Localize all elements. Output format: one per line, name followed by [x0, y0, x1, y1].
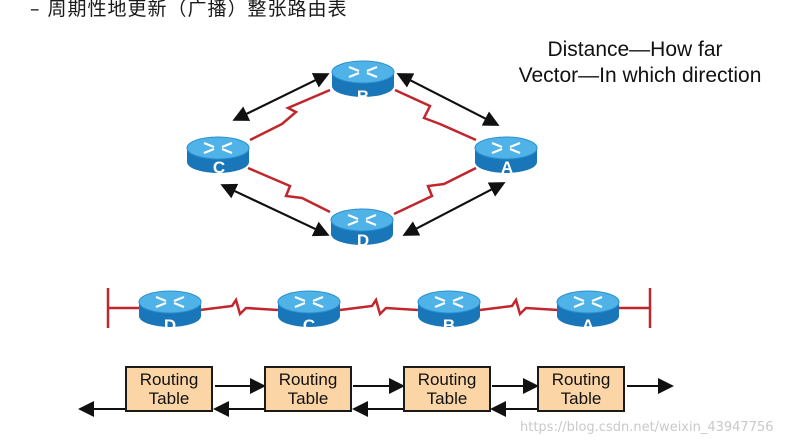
- link-c-b-linear: [339, 297, 419, 317]
- table-update-arrows: [78, 378, 674, 417]
- routing-table-2-line2: Table: [287, 389, 329, 408]
- link-d-c: [199, 297, 279, 317]
- router-b-label: B: [357, 87, 369, 106]
- link-c-d: [247, 166, 331, 214]
- arrow-c-to-b: [235, 73, 330, 120]
- routing-table-3-line1: Routing: [417, 370, 477, 389]
- page-heading: – 周期性地更新（广播）整张路由表: [30, 0, 348, 20]
- routing-table-1-line1: Routing: [139, 370, 199, 389]
- router-c-label: C: [213, 158, 225, 177]
- link-b-a: [394, 88, 477, 142]
- router-c-linear-label: C: [303, 316, 315, 335]
- update-arrows-diamond: [220, 73, 506, 237]
- distance-definition: Distance—How far: [547, 38, 723, 61]
- routing-table-2-line1: Routing: [278, 370, 338, 389]
- serial-links-diamond: [247, 88, 477, 216]
- routing-table-4-line1: Routing: [551, 370, 611, 389]
- watermark: https://blog.csdn.net/weixin_43947756: [520, 420, 774, 435]
- router-a-linear-label: A: [582, 316, 594, 335]
- link-d-a: [393, 166, 477, 216]
- linear-segment: [106, 288, 652, 328]
- arrow-d-to-a: [405, 182, 506, 235]
- router-d-linear-label: D: [164, 316, 176, 335]
- routing-table-4-line2: Table: [560, 389, 602, 408]
- link-c-b: [249, 88, 331, 142]
- routing-table-3-line2: Table: [426, 389, 468, 408]
- link-b-a-linear: [479, 297, 559, 317]
- vector-definition: Vector—In which direction: [518, 64, 762, 87]
- arrow-d-to-c: [220, 183, 327, 235]
- router-a-label: A: [501, 158, 513, 177]
- arrow-a-to-b: [396, 73, 497, 125]
- router-d-label: D: [357, 231, 369, 250]
- router-b-linear-label: B: [443, 316, 455, 335]
- routing-table-1-line2: Table: [148, 389, 190, 408]
